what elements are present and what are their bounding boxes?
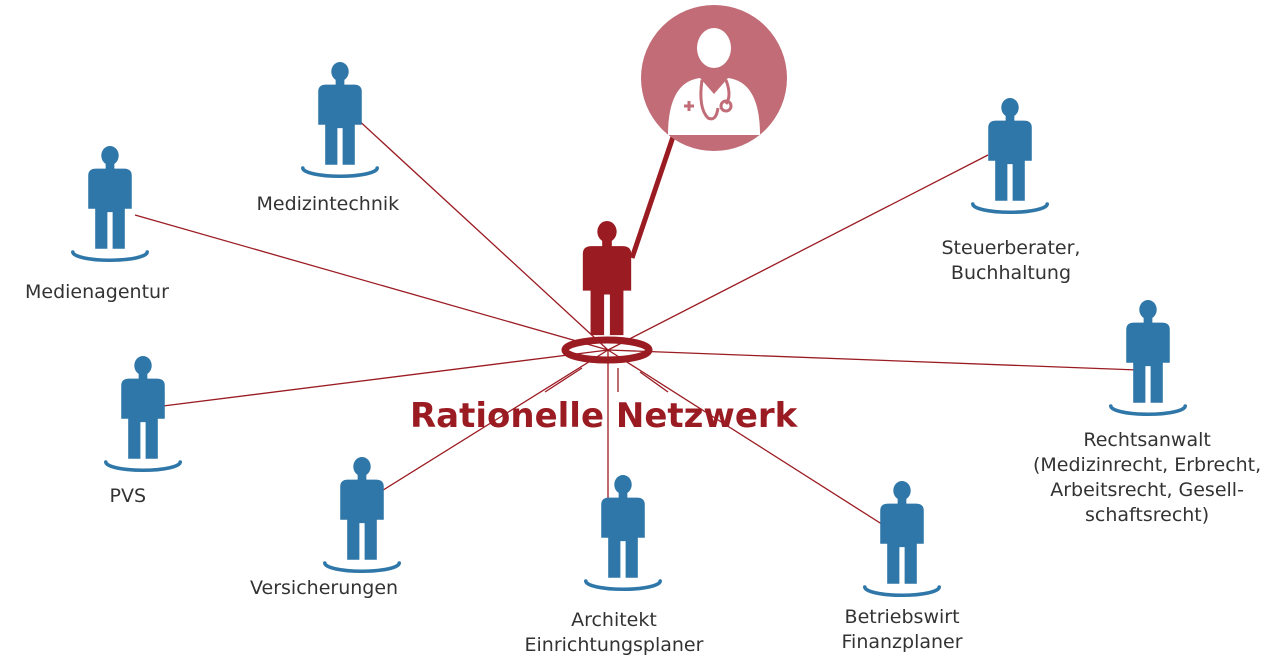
label-line: Versicherungen [250, 577, 399, 599]
doctor-node [641, 5, 787, 151]
base-ring [323, 561, 401, 574]
label-line: PVS [109, 485, 147, 507]
label-line: Medizintechnik [256, 193, 400, 215]
base-ring [971, 202, 1049, 215]
base-ring [71, 250, 149, 263]
hub-title-connector [639, 371, 669, 393]
person-icon [880, 481, 924, 584]
hub-person [561, 221, 653, 364]
label-line: (Medizinrecht, Erbrecht, [1033, 454, 1262, 476]
link-pvs [162, 349, 609, 407]
person-betriebswirt [863, 481, 941, 598]
label-medienagentur: Medienagentur [25, 280, 169, 305]
base-ring [104, 460, 182, 473]
link-steuerberater [607, 154, 989, 351]
hub-title: Rationelle Netzwerk [410, 396, 798, 436]
person-versicherungen [323, 457, 401, 574]
label-steuerberater: Steuerberater, Buchhaltung [942, 236, 1081, 286]
label-line: Betriebswirt [844, 606, 960, 628]
label-line: Architekt [571, 609, 657, 631]
link-rechtsanwalt [607, 349, 1139, 371]
label-line: Steuerberater, [941, 237, 1081, 259]
doctor-link [629, 127, 679, 259]
person-architekt [584, 475, 662, 592]
person-medienagentur [71, 146, 149, 263]
person-steuerberater [971, 98, 1049, 215]
label-medizintechnik: Medizintechnik [257, 192, 400, 217]
link-medizintechnik [354, 116, 609, 351]
base-ring [863, 585, 941, 598]
label-line: Einrichtungsplaner [524, 634, 704, 656]
base-ring [301, 166, 379, 179]
label-line: Rechtsanwalt [1083, 429, 1211, 451]
hub-base-ring [561, 336, 653, 364]
person-icon [88, 146, 132, 249]
person-icon [340, 457, 384, 560]
person-rechtsanwalt [1109, 300, 1187, 417]
person-icon [121, 356, 165, 459]
link-medienagentur [134, 214, 609, 351]
link-betriebswirt [607, 349, 889, 529]
label-line: schaftsrecht) [1085, 504, 1210, 526]
person-medizintechnik [301, 62, 379, 179]
label-line: Buchhaltung [950, 262, 1072, 284]
label-line: Medienagentur [25, 281, 169, 303]
person-icon [988, 98, 1032, 201]
label-rechtsanwalt: Rechtsanwalt (Medizinrecht, Erbrecht, Arbe… [1033, 428, 1261, 528]
hub-title-connector [544, 367, 583, 393]
connection-lines [134, 116, 1139, 529]
base-ring [584, 579, 662, 592]
label-line: Arbeitsrecht, Gesell- [1050, 479, 1244, 501]
person-icon [1126, 300, 1170, 403]
doctor-stethoscope-icon [668, 28, 760, 135]
label-line: Finanzplaner [841, 631, 963, 653]
label-versicherungen: Versicherungen [250, 576, 398, 601]
label-pvs: PVS [110, 484, 147, 509]
person-pvs [104, 356, 182, 473]
person-icon [582, 221, 632, 336]
link-versicherungen [379, 349, 609, 493]
person-icon [318, 62, 362, 165]
base-ring [1109, 404, 1187, 417]
